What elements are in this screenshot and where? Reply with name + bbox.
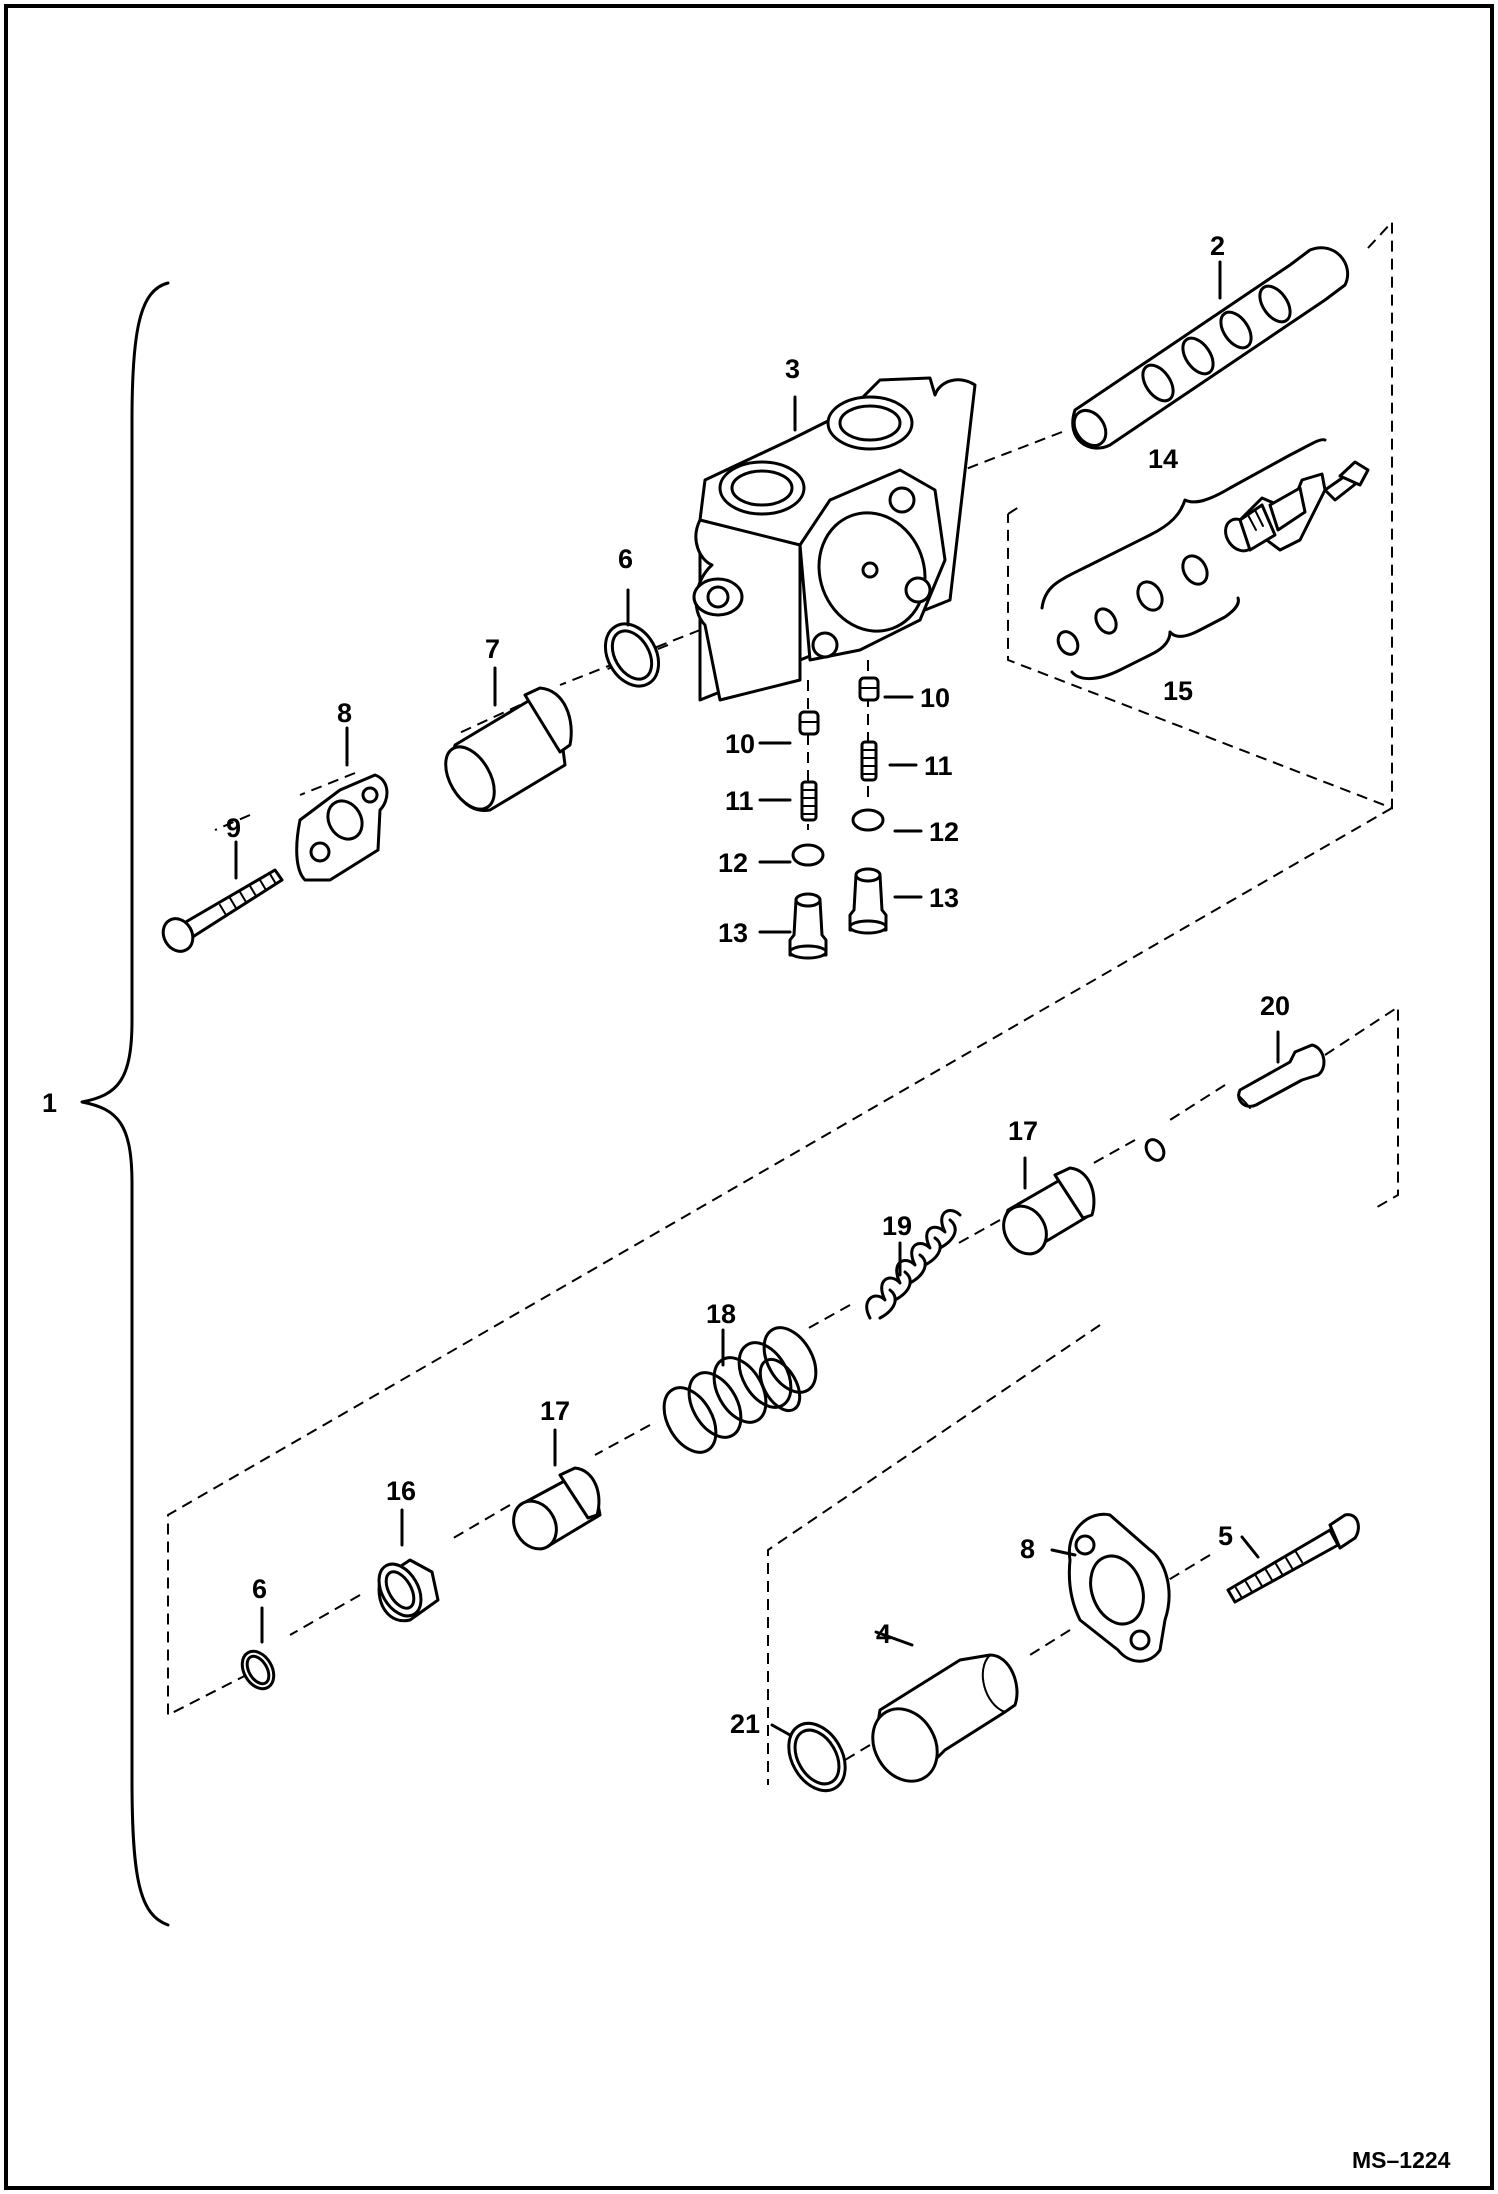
callout-3: 3 xyxy=(785,354,800,384)
washer-part-12-right xyxy=(851,808,885,832)
callout-17-lower: 17 xyxy=(540,1396,570,1426)
callout-13-left: 13 xyxy=(718,918,748,948)
spring-part-19 xyxy=(865,1209,962,1320)
spring-part-18 xyxy=(662,1326,818,1454)
callout-8-upper: 8 xyxy=(337,698,352,728)
callout-14: 14 xyxy=(1148,444,1178,474)
screw-part-5 xyxy=(1226,1513,1360,1604)
callout-15: 15 xyxy=(1163,676,1193,706)
plug-part-13-right xyxy=(848,867,888,935)
seal-kit-part-15 xyxy=(1056,554,1209,656)
callout-7: 7 xyxy=(485,634,500,664)
callout-12-right: 12 xyxy=(929,817,959,847)
callout-4: 4 xyxy=(876,1619,891,1649)
callout-17-upper: 17 xyxy=(1008,1116,1038,1146)
callout-19: 19 xyxy=(882,1211,912,1241)
callout-21: 21 xyxy=(730,1709,760,1739)
callout-11-left: 11 xyxy=(725,786,754,816)
sleeve-part-17-upper xyxy=(1002,1166,1096,1256)
sleeve-part-17-lower xyxy=(512,1466,602,1551)
cap-part-8-lower xyxy=(1067,1512,1171,1663)
callout-16: 16 xyxy=(386,1476,416,1506)
o-ring-small xyxy=(1144,1138,1166,1162)
callout-11-right: 11 xyxy=(924,751,953,781)
assembly-brace xyxy=(80,281,170,1927)
spring-part-11-right xyxy=(860,740,878,782)
callout-10-left: 10 xyxy=(725,729,755,759)
callout-6-upper: 6 xyxy=(618,544,633,574)
leader-lines xyxy=(234,260,1280,1737)
drawing-code: MS–1224 xyxy=(1352,2147,1451,2173)
callout-1: 1 xyxy=(42,1088,57,1118)
brace-15 xyxy=(1070,596,1240,680)
cap-part-4 xyxy=(871,1653,1019,1783)
o-ring-part-6-lower-inner xyxy=(245,1654,271,1686)
callout-5: 5 xyxy=(1218,1521,1233,1551)
plug-part-20 xyxy=(1237,1043,1326,1109)
spool-part-2 xyxy=(1071,246,1350,450)
callout-18: 18 xyxy=(706,1299,736,1329)
washer-part-12-left xyxy=(791,843,825,867)
plug-part-13-left xyxy=(788,892,828,960)
callout-13-right: 13 xyxy=(929,883,959,913)
spring-part-11-left xyxy=(800,780,818,822)
page-border xyxy=(4,4,1494,2190)
callout-20: 20 xyxy=(1260,991,1290,1021)
callout-2: 2 xyxy=(1210,231,1225,261)
o-ring-part-21-inner xyxy=(793,1728,841,1786)
relief-valve-part-14 xyxy=(1224,460,1370,553)
valve-body-part-3 xyxy=(692,376,977,702)
callout-9: 9 xyxy=(226,813,241,843)
cap-part-8-upper xyxy=(295,773,389,882)
dashed-guides xyxy=(167,219,1399,1785)
plug-part-10-right xyxy=(858,676,880,702)
retainer-part-16 xyxy=(377,1558,440,1623)
callout-labels: 1 2 3 4 5 6 6 7 8 8 9 10 10 11 11 12 12 … xyxy=(42,231,1290,1739)
callout-8-lower: 8 xyxy=(1020,1534,1035,1564)
callout-10-right: 10 xyxy=(920,683,950,713)
brace-14 xyxy=(1040,438,1327,610)
screw-part-9 xyxy=(161,868,284,953)
piston-part-7 xyxy=(444,686,573,812)
o-ring-part-6-upper-inner xyxy=(610,629,654,681)
callout-6-lower: 6 xyxy=(252,1574,267,1604)
callout-12-left: 12 xyxy=(718,848,748,878)
plug-part-10-left xyxy=(798,710,820,736)
